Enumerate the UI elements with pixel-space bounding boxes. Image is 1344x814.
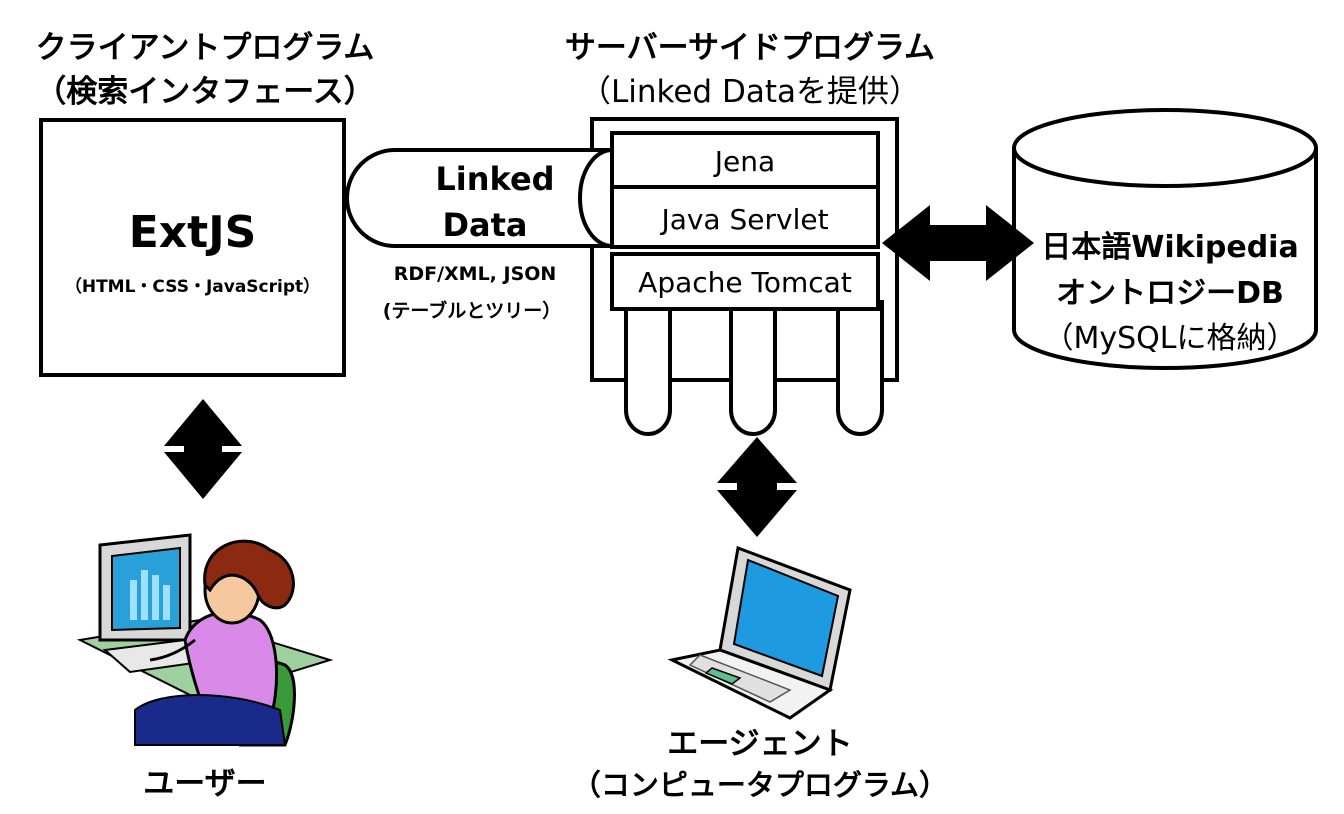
server-pipes <box>624 300 884 436</box>
user-label: ユーザー <box>143 766 267 802</box>
database-top <box>1012 108 1318 188</box>
database-label-line1: 日本語Wikipedia <box>1041 230 1299 265</box>
connection-formats-note: (テーブルとツリー） <box>382 300 562 322</box>
server-layer-jena: Jena <box>610 131 880 189</box>
server-layer-jena-label: Jena <box>714 145 776 178</box>
database-label-line2: オントロジーDB <box>1056 276 1284 311</box>
client-title: クライアントプログラム <box>35 30 375 66</box>
client-box: ExtJS （HTML・CSS・JavaScript） <box>39 118 346 377</box>
linked-data-label-line2: Data <box>442 206 528 244</box>
laptop-illustration <box>667 545 852 720</box>
server-subtitle: （Linked Dataを提供） <box>579 74 920 110</box>
user-illustration <box>76 533 334 747</box>
database-cylinder <box>1012 148 1318 370</box>
laptop-touchpad <box>704 667 742 685</box>
client-tech: （HTML・CSS・JavaScript） <box>64 277 321 297</box>
server-layer-servlet: Java Servlet <box>610 185 880 249</box>
server-layer-tomcat-label: Apache Tomcat <box>638 266 852 299</box>
linked-data-pipe <box>345 148 612 248</box>
connection-formats: RDF/XML, JSON <box>393 263 557 285</box>
agent-label: エージェント <box>667 726 853 762</box>
person-hair <box>203 539 295 610</box>
arrow-server-db <box>882 205 1034 281</box>
server-title: サーバーサイドプログラム <box>564 30 936 66</box>
server-layer-servlet-label: Java Servlet <box>661 203 829 236</box>
laptop-screen <box>732 558 840 678</box>
agent-sublabel: （コンピュータプログラム） <box>571 768 949 802</box>
server-layer-tomcat: Apache Tomcat <box>610 252 880 311</box>
arrow-client-user <box>164 399 242 499</box>
client-subtitle: （検索インタフェース） <box>35 74 375 110</box>
arrow-server-agent <box>717 437 797 537</box>
linked-data-label-line1: Linked <box>435 160 555 198</box>
database-label-line3: （MySQLに格納） <box>1043 321 1297 356</box>
client-name: ExtJS <box>128 207 257 258</box>
